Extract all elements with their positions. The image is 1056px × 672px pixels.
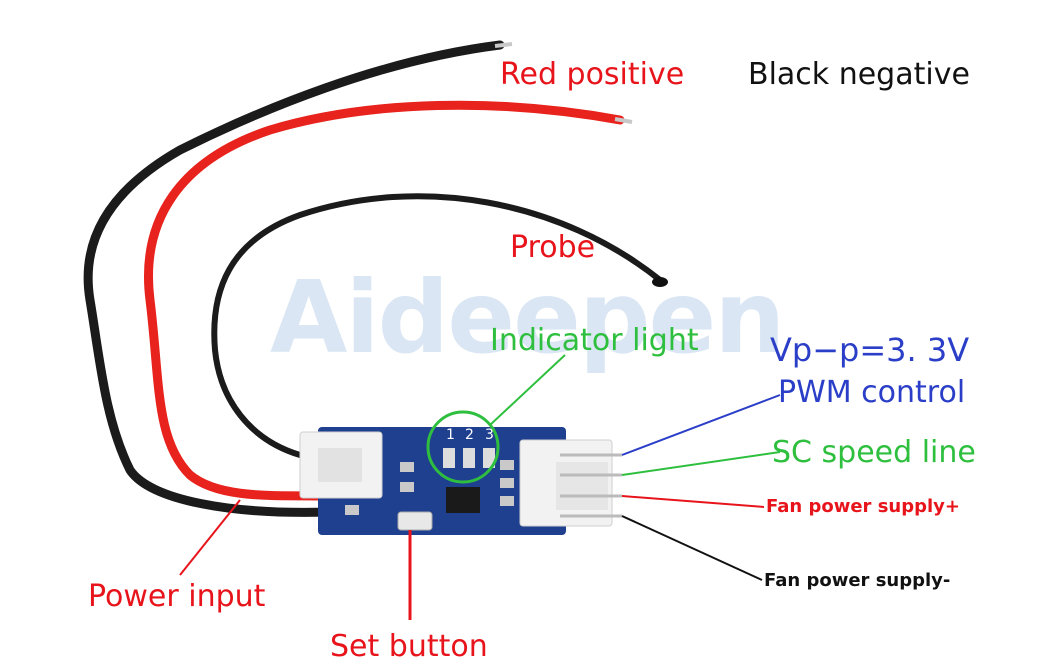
set-button-switch [397, 511, 433, 531]
led-number-2: 2 [465, 427, 474, 443]
led-3 [483, 448, 495, 468]
pad [500, 478, 514, 488]
probe-label: Probe [510, 230, 596, 265]
sc-leader [621, 451, 781, 476]
fan-power-plus-label: Fan power supply+ [766, 496, 960, 517]
probe-wire [211, 193, 663, 458]
red-positive-label: Red positive [500, 57, 685, 92]
red-wire-tip [614, 117, 633, 124]
pad [400, 482, 414, 492]
power-input-label: Power input [88, 579, 266, 614]
led-1 [443, 448, 455, 468]
fan-plus-leader [621, 495, 765, 508]
input-connector-slot [318, 448, 362, 482]
pad [500, 460, 514, 470]
led-2 [463, 448, 475, 468]
black-power-wire [83, 40, 505, 517]
vpp-label: Vp−p=3. 3V [770, 331, 970, 369]
pwm-control-label: PWM control [778, 375, 966, 410]
watermark: Aideepen [270, 268, 785, 368]
power-input-leader [179, 499, 241, 576]
indicator-light-label: Indicator light [490, 323, 699, 358]
red-power-wire [144, 100, 625, 501]
black-wire-tip [494, 42, 513, 48]
set-button-label: Set button [330, 629, 488, 664]
indicator-highlight-circle [426, 410, 500, 484]
probe-tip [652, 277, 668, 287]
watermark-text: Aideepen [270, 259, 785, 376]
pwm-leader [621, 394, 781, 456]
pad [400, 462, 414, 472]
fan-connector-slot [556, 462, 608, 510]
fan-minus-leader [621, 515, 763, 581]
pad [345, 505, 359, 515]
pad [500, 496, 514, 506]
indicator-leader [489, 354, 566, 426]
fan-power-minus-label: Fan power supply- [764, 570, 951, 591]
led-number-3: 3 [485, 427, 494, 443]
sc-speed-line-label: SC speed line [772, 435, 976, 470]
led-number-1: 1 [446, 427, 455, 443]
black-negative-label: Black negative [748, 57, 970, 92]
controller-chip [446, 487, 480, 513]
